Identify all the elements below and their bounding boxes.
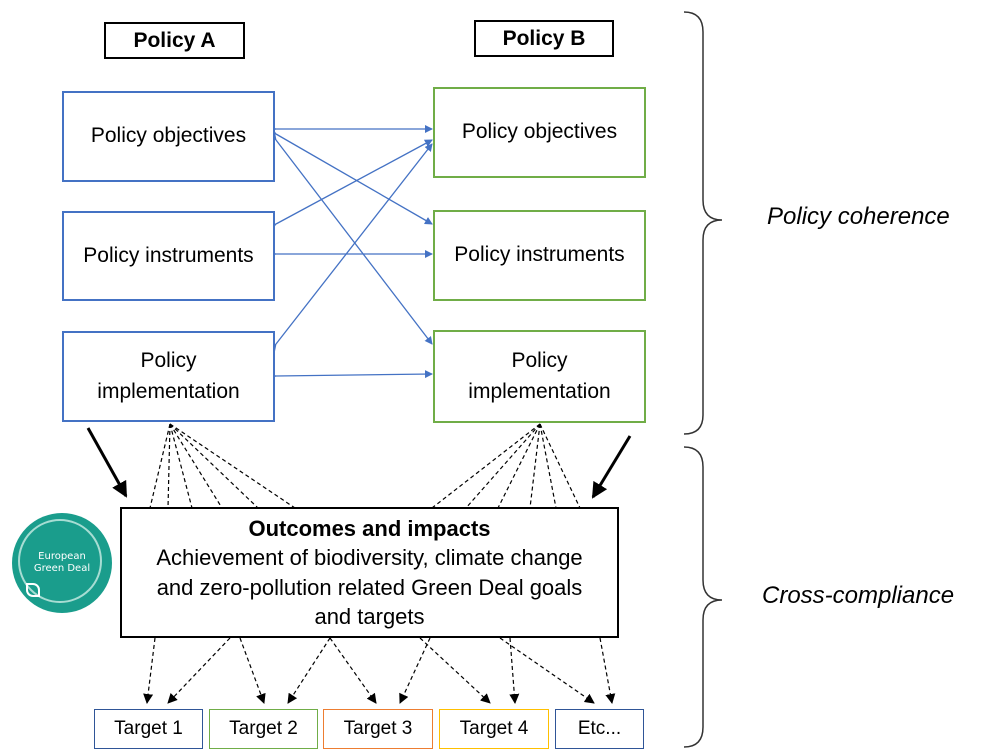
policy-b-implementation-box: Policy implementation xyxy=(433,330,646,423)
policy-a-objectives-box: Policy objectives xyxy=(62,91,275,182)
braces xyxy=(683,11,723,748)
logo-text: European Green Deal xyxy=(33,550,91,575)
policy-a-implementation-box: Policy implementation xyxy=(62,331,275,422)
target-etc-box: Etc... xyxy=(555,709,644,749)
bold-arrows xyxy=(86,427,632,499)
horizontal-connectors xyxy=(268,125,433,381)
connector-a-objectives-b-instruments xyxy=(267,127,433,225)
target-3-box: Target 3 xyxy=(323,709,433,749)
target-1-box: Target 1 xyxy=(94,709,203,749)
bold-arrow-a xyxy=(86,427,128,498)
cross-compliance-label: Cross-compliance xyxy=(762,582,955,609)
outcomes-title: Outcomes and impacts xyxy=(248,516,491,541)
policy-coherence-label: Policy coherence xyxy=(767,203,950,230)
brace-coherence xyxy=(683,11,723,435)
policy-a-instruments-box: Policy instruments xyxy=(62,211,275,301)
policy-b-objectives-box: Policy objectives xyxy=(433,87,646,178)
connector-implementation xyxy=(268,370,433,381)
cross-connectors xyxy=(267,127,433,352)
brace-compliance xyxy=(683,446,723,748)
policy-b-instruments-box: Policy instruments xyxy=(433,210,646,301)
connector-a-instruments-b-objectives xyxy=(267,139,433,231)
dashed-outcomes-to-targets xyxy=(143,637,616,704)
connector-a-implementation-b-objectives xyxy=(268,143,433,352)
policy-b-header: Policy B xyxy=(474,20,614,57)
target-4-box: Target 4 xyxy=(439,709,549,749)
outcomes-body: Achievement of biodiversity, climate cha… xyxy=(156,545,583,629)
bold-arrow-b xyxy=(591,435,632,499)
dashed-a-to-outcomes xyxy=(149,423,296,509)
target-2-box: Target 2 xyxy=(209,709,318,749)
logo-ring xyxy=(18,519,102,603)
outcomes-box: Outcomes and impacts Achievement of biod… xyxy=(120,507,619,638)
dashed-b-to-outcomes xyxy=(431,423,581,509)
european-green-deal-logo: European Green Deal xyxy=(12,513,112,613)
leaf-icon xyxy=(26,583,40,597)
policy-a-header: Policy A xyxy=(104,22,245,59)
